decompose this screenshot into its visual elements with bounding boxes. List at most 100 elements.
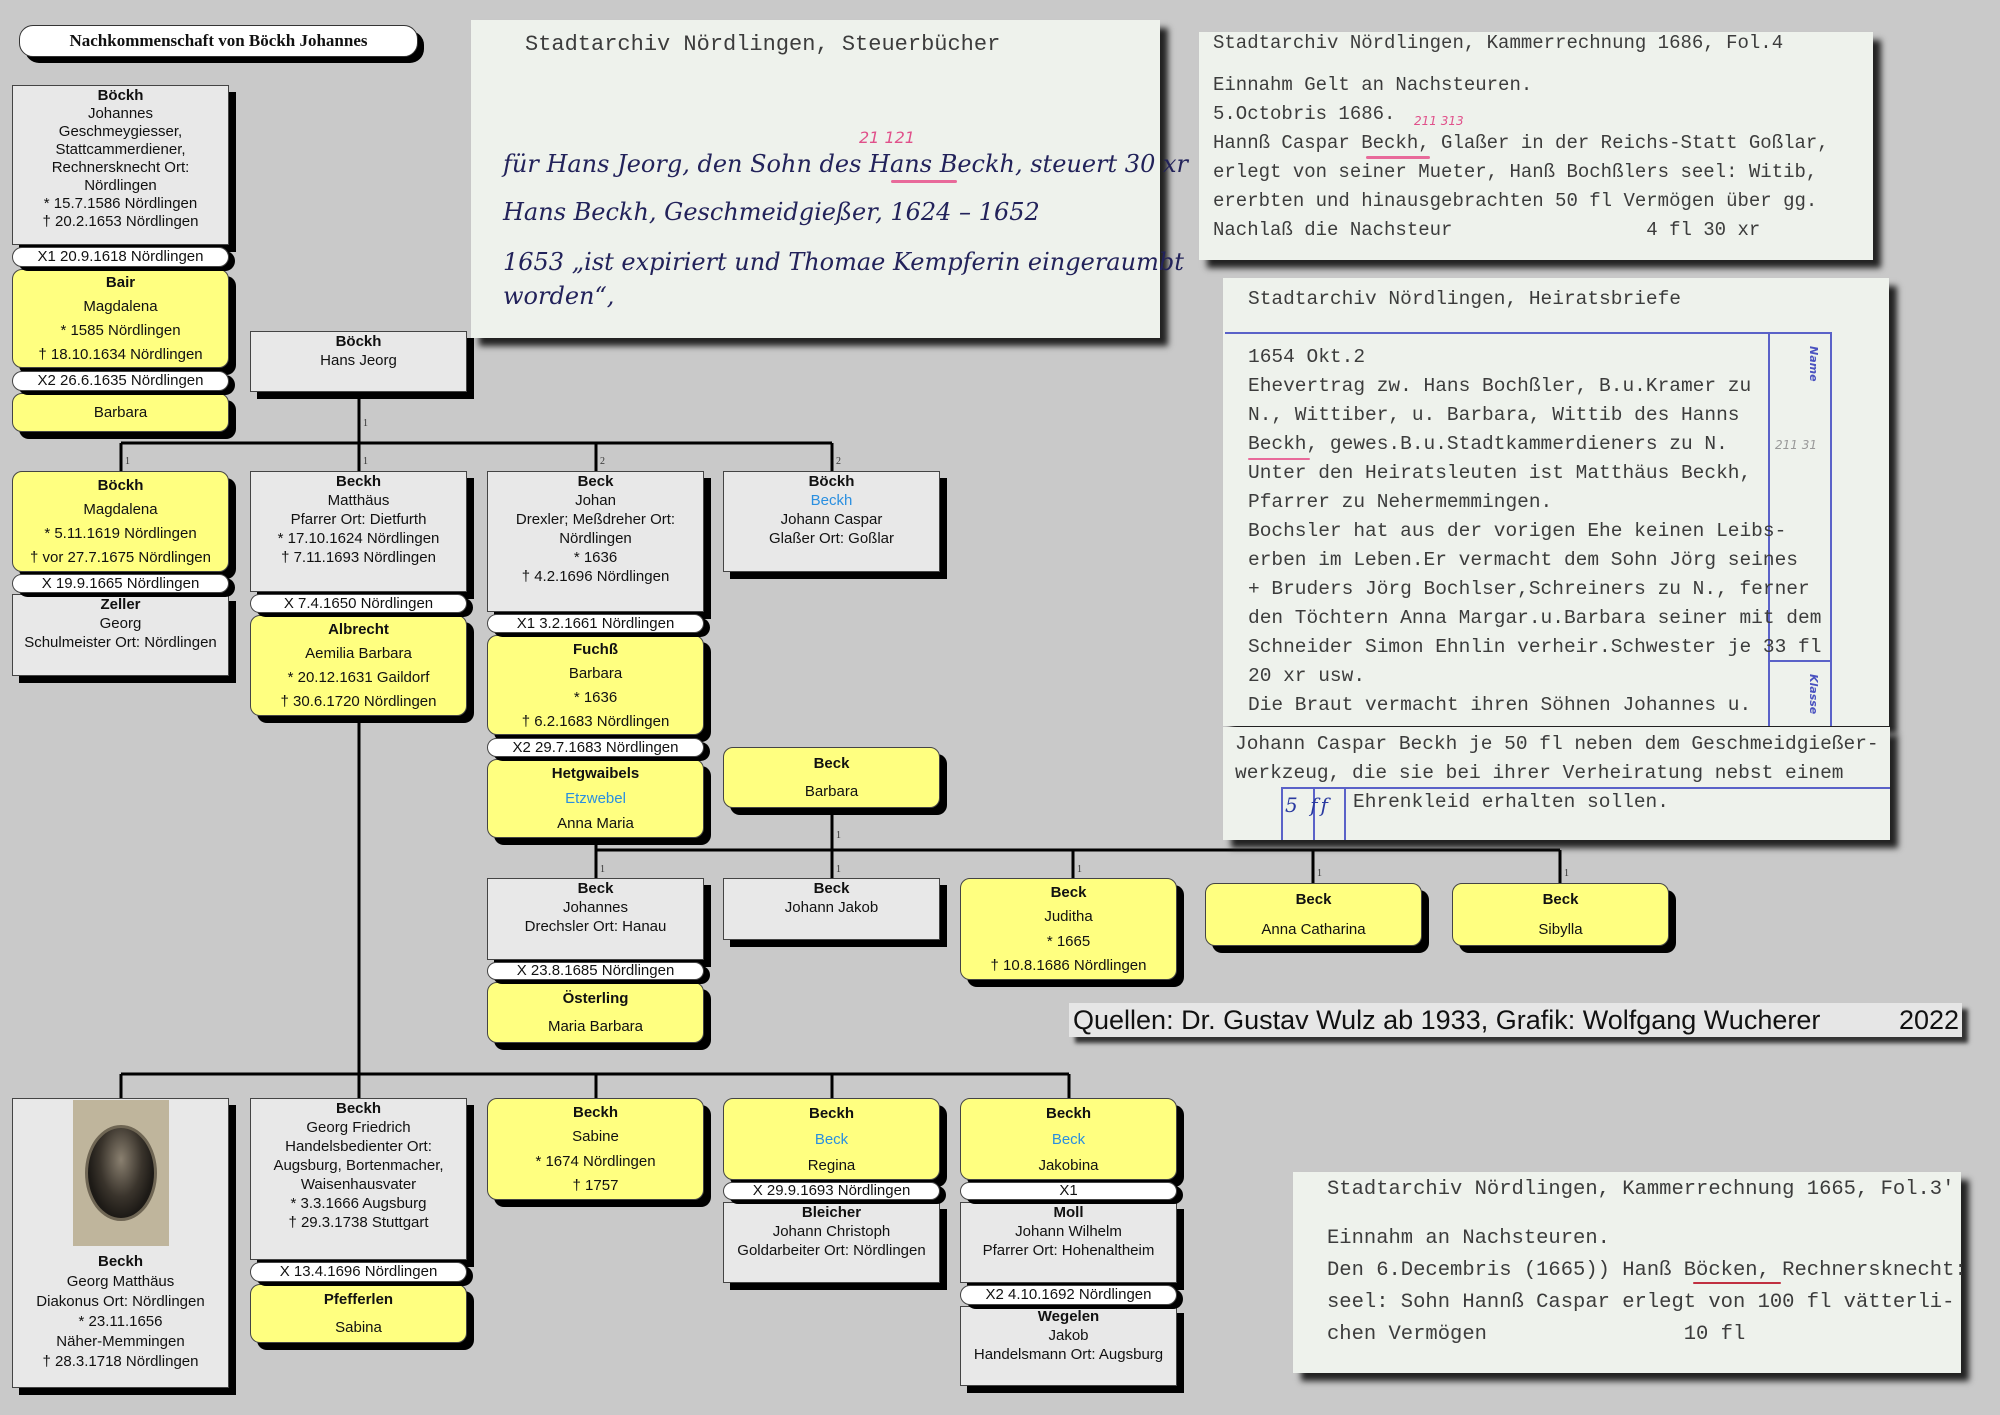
person-detail: * 23.11.1656 — [78, 1313, 163, 1330]
marriage-label: X2 4.10.1692 Nördlingen — [960, 1285, 1177, 1305]
person-detail: Sabine — [572, 1128, 619, 1146]
person-detail: † 18.10.1634 Nördlingen — [38, 345, 203, 363]
surname: Beck — [813, 754, 850, 772]
doc-header: Stadtarchiv Nördlingen, Kammerrechnung 1… — [1213, 32, 1784, 54]
surname: Albrecht — [328, 620, 389, 638]
person-detail: X1 3.2.1661 Nördlingen — [516, 614, 675, 632]
doc-text-line: Ehevertrag zw. Hans Bochßler, B.u.Kramer… — [1248, 375, 1752, 397]
surname: Beck — [577, 880, 614, 897]
person-detail: X 7.4.1650 Nördlingen — [283, 594, 434, 612]
form-label-klasse: Klasse — [1807, 674, 1820, 715]
person-detail: X2 26.6.1635 Nördlingen — [37, 372, 204, 389]
person-detail: * 5.11.1619 Nördlingen — [44, 525, 197, 543]
form-line — [1768, 660, 1830, 662]
person-detail: Pfarrer Ort: Dietfurth — [290, 511, 427, 528]
surname: Böckh — [97, 87, 144, 104]
person-detail: X2 29.7.1683 Nördlingen — [512, 738, 679, 756]
marriage-label: X1 — [960, 1182, 1177, 1200]
generation-mark: 1 — [1077, 864, 1082, 875]
person-detail: † 6.2.1683 Nördlingen — [521, 712, 670, 730]
surname: Böckh — [97, 476, 144, 494]
person-detail: Barbara — [568, 664, 623, 682]
underline-mark — [891, 180, 957, 183]
person-detail: * 1585 Nördlingen — [60, 321, 181, 339]
surname: Beckh — [808, 1104, 855, 1122]
person-detail: Georg Friedrich — [306, 1119, 411, 1136]
doc-text-line: Johann Caspar Beckh je 50 fl neben dem G… — [1235, 733, 1879, 755]
surname: Pfefferlen — [323, 1291, 394, 1309]
person-detail: * 20.12.1631 Gaildorf — [287, 669, 430, 687]
person-detail: Geschmeygiesser, — [58, 123, 183, 140]
person-detail: Johann Wilhelm — [1015, 1223, 1122, 1240]
person-detail: Handelsmann Ort: Augsburg — [973, 1346, 1164, 1363]
doc-text-line: Nachlaß die Nachsteur 4 fl 30 xr — [1213, 219, 1761, 241]
person-detail: Matthäus — [327, 492, 390, 509]
form-line — [1313, 787, 1315, 840]
person-detail: X 19.9.1665 Nördlingen — [41, 574, 200, 592]
person-detail: † 4.2.1696 Nördlingen — [521, 568, 670, 585]
person-detail: Diakonus Ort: Nördlingen — [36, 1293, 205, 1310]
person-detail: Rechnersknecht Ort: — [51, 159, 190, 176]
doc-handwritten-line: Hans Beckh, Geschmeidgießer, 1624 – 1652 — [503, 198, 1040, 226]
marriage-label: X 29.9.1693 Nördlingen — [723, 1182, 940, 1200]
person-detail: Johannes — [87, 105, 154, 122]
doc-handwritten-line: worden“, — [503, 282, 615, 310]
doc-text-line: 5.Octobris 1686. — [1213, 103, 1396, 125]
doc-text-line: chen Vermögen 10 fl — [1327, 1323, 1746, 1346]
person-detail: † 7.11.1693 Nördlingen — [281, 549, 436, 566]
surname: Österling — [562, 989, 629, 1007]
surname: Beckh — [335, 1100, 382, 1117]
page-title: Nachkommenschaft von Böckh Johannes — [19, 25, 418, 57]
doc-header: Stadtarchiv Nördlingen, Heiratsbriefe — [1248, 288, 1681, 310]
person-detail: Glaßer Ort: Goßlar — [768, 530, 895, 547]
portrait-oval — [84, 1125, 157, 1221]
generation-mark: 2 — [600, 456, 605, 467]
person-detail: † 1757 — [572, 1177, 619, 1195]
person-detail: Sibylla — [1538, 920, 1583, 938]
person-detail: Nördlingen — [559, 530, 632, 547]
person-detail: Johan — [575, 492, 616, 509]
person-detail: * 17.10.1624 Nördlingen — [277, 530, 440, 547]
person-detail: X1 20.9.1618 Nördlingen — [37, 248, 204, 265]
sources-text: Quellen: Dr. Gustav Wulz ab 1933, Grafik… — [1073, 1005, 1821, 1035]
doc-text-line: Beckh, gewes.B.u.Stadtkammerdieners zu N… — [1248, 433, 1728, 455]
doc-text-line: 1654 Okt.2 — [1248, 346, 1366, 368]
person-detail: X 29.9.1693 Nördlingen — [752, 1182, 911, 1199]
person-detail: * 1636 — [573, 688, 618, 706]
person-detail: Hans Jeorg — [320, 352, 397, 369]
surname: Beck — [1295, 891, 1332, 909]
person-detail: † 10.8.1686 Nördlingen — [990, 957, 1147, 975]
person-detail: Anna Maria — [557, 815, 634, 832]
person-detail: Schulmeister Ort: Nördlingen — [24, 634, 217, 651]
form-handwritten-mark: 5 ff — [1285, 793, 1331, 817]
person-detail: † 28.3.1718 Nördlingen — [42, 1353, 199, 1370]
person-detail: Augsburg, Bortenmacher, — [273, 1157, 444, 1174]
person-detail: † vor 27.7.1675 Nördlingen — [30, 549, 211, 567]
generation-mark: 1 — [125, 456, 130, 467]
portrait-image — [72, 1100, 169, 1246]
person-detail: Sabina — [335, 1318, 382, 1336]
person-detail: Jakobina — [1038, 1156, 1099, 1174]
doc-handwritten-line: 1653 „ist expiriert und Thomae Kempferin… — [503, 248, 1184, 276]
doc-text-line: Unter den Heiratsleuten ist Matthäus Bec… — [1248, 462, 1752, 484]
doc-text-line: erlegt von seiner Mueter, Hanß Bochßlers… — [1213, 161, 1818, 183]
surname: Fuchß — [573, 640, 618, 658]
doc-text-line: Die Braut vermacht ihren Söhnen Johannes… — [1248, 694, 1752, 716]
person-detail: Drexler; Meßdreher Ort: — [515, 511, 676, 528]
alt-surname: Beckh — [810, 492, 853, 509]
alt-surname: Beck — [1051, 1130, 1086, 1148]
person-detail: Barbara — [804, 783, 859, 801]
person-detail: Näher-Memmingen — [56, 1333, 185, 1350]
form-line — [1225, 332, 1830, 334]
